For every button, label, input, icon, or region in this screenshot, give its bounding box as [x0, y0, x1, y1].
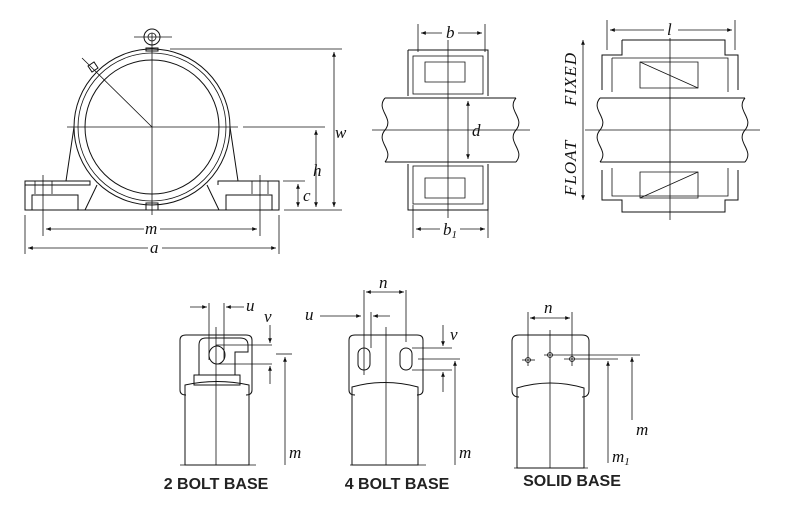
grease-fitting-icon: [87, 61, 99, 73]
dim-n: n: [379, 273, 388, 292]
caption: 4 BOLT BASE: [345, 476, 450, 493]
dim-v: v: [264, 307, 272, 326]
caption: SOLID BASE: [523, 473, 621, 490]
dim-d: d: [472, 121, 481, 140]
dim-m: m: [289, 443, 301, 462]
fixed-label: FIXED: [561, 52, 580, 107]
dim-c: c: [303, 186, 311, 205]
dim-h: h: [313, 161, 322, 180]
dim-m: m: [459, 443, 471, 462]
dim-w: w: [335, 123, 347, 142]
dim-v: v: [450, 325, 458, 344]
two-bolt-base: u v m 2 BOLT BASE: [164, 296, 302, 493]
dim-m1: m1: [612, 447, 630, 468]
dim-u: u: [246, 296, 255, 315]
dim-u: u: [305, 305, 314, 324]
front-view: w h c m a: [24, 28, 347, 257]
dim-b1: b1: [443, 220, 457, 241]
float-label: FLOAT: [561, 139, 580, 197]
dim-m: m: [636, 420, 648, 439]
four-bolt-base: n u v m 4 BOLT BASE: [305, 273, 471, 493]
dim-a: a: [150, 238, 159, 257]
dim-l: l: [667, 20, 672, 39]
dim-b: b: [446, 23, 455, 42]
dim-n: n: [544, 298, 553, 317]
side-view: b b1 d: [372, 23, 530, 241]
solid-base: n m m1 SOLID BASE: [511, 298, 648, 490]
dim-m: m: [145, 219, 157, 238]
section-view: l FIXED FLOAT: [561, 20, 760, 220]
caption: 2 BOLT BASE: [164, 476, 269, 493]
